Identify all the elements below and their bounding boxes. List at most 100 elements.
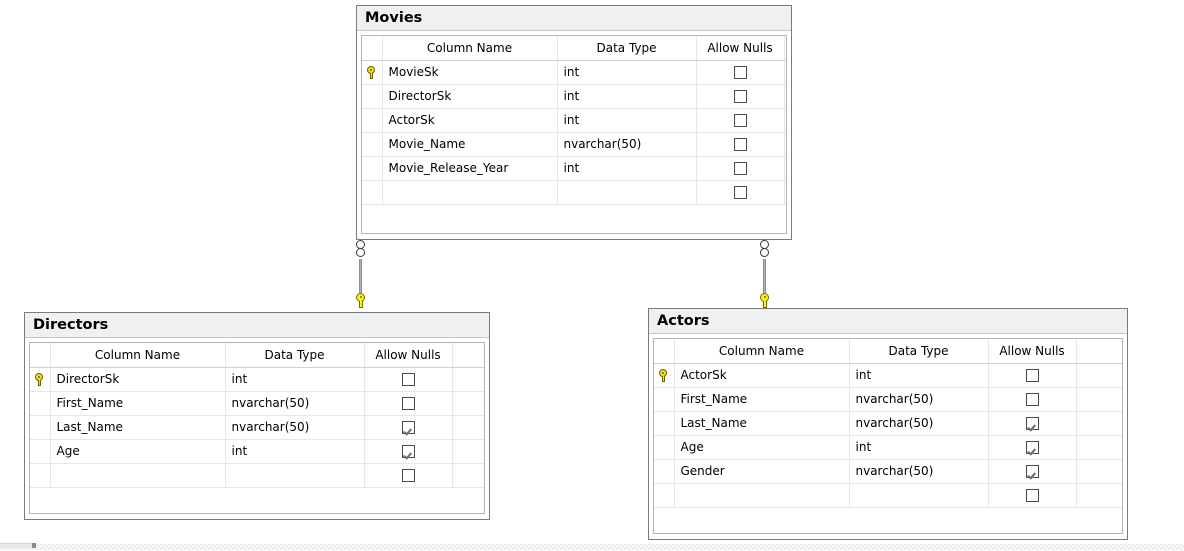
row-data-type[interactable]: nvarchar(50) — [225, 391, 365, 416]
row-allow-nulls[interactable] — [988, 363, 1077, 388]
row-column-name[interactable]: First_Name — [50, 391, 226, 416]
checkbox-checked-icon[interactable] — [1025, 417, 1039, 430]
header-data-type[interactable]: Data Type — [225, 343, 365, 368]
row-column-name[interactable]: ActorSk — [382, 108, 558, 133]
table-row-new[interactable] — [30, 463, 484, 488]
row-allow-nulls[interactable] — [364, 415, 453, 440]
row-data-type[interactable] — [557, 180, 697, 205]
entity-table-movies[interactable]: Movies Column Name Data Type Allow Nulls — [356, 5, 792, 240]
entity-grid-directors[interactable]: Column Name Data Type Allow Nulls Direct… — [29, 342, 485, 514]
header-column-name[interactable]: Column Name — [382, 36, 558, 61]
table-row-new[interactable] — [654, 483, 1122, 508]
checkbox-checked-icon[interactable] — [401, 421, 415, 434]
row-pk-cell[interactable] — [30, 367, 51, 392]
row-column-name[interactable]: Age — [674, 435, 850, 460]
horizontal-scrollbar[interactable] — [0, 540, 1184, 551]
header-data-type[interactable]: Data Type — [849, 339, 989, 364]
checkbox-checked-icon[interactable] — [1025, 465, 1039, 478]
row-data-type[interactable]: int — [557, 156, 697, 181]
row-pk-cell[interactable] — [654, 435, 675, 460]
table-row[interactable]: Last_Name nvarchar(50) — [654, 411, 1122, 436]
row-column-name[interactable]: Gender — [674, 459, 850, 484]
row-pk-cell[interactable] — [362, 132, 383, 157]
checkbox-checked-icon[interactable] — [401, 445, 415, 458]
table-row[interactable]: First_Name nvarchar(50) — [654, 387, 1122, 412]
header-allow-nulls[interactable]: Allow Nulls — [988, 339, 1077, 364]
row-column-name[interactable]: ActorSk — [674, 363, 850, 388]
table-row[interactable]: Movie_Name nvarchar(50) — [362, 132, 786, 157]
table-row[interactable]: Age int — [654, 435, 1122, 460]
table-row[interactable]: DirectorSk int — [362, 84, 786, 109]
checkbox-unchecked-icon[interactable] — [733, 162, 747, 175]
checkbox-unchecked-icon[interactable] — [401, 469, 415, 482]
entity-table-directors[interactable]: Directors Column Name Data Type Allow Nu… — [24, 312, 490, 520]
row-column-name[interactable] — [382, 180, 558, 205]
table-row[interactable]: Last_Name nvarchar(50) — [30, 415, 484, 440]
table-row[interactable]: Gender nvarchar(50) — [654, 459, 1122, 484]
row-data-type[interactable]: int — [557, 60, 697, 85]
row-column-name[interactable]: First_Name — [674, 387, 850, 412]
relationship-line[interactable] — [763, 259, 766, 293]
row-column-name[interactable]: Age — [50, 439, 226, 464]
row-pk-cell[interactable] — [654, 459, 675, 484]
table-row[interactable]: MovieSk int — [362, 60, 786, 85]
row-pk-cell[interactable] — [654, 387, 675, 412]
checkbox-unchecked-icon[interactable] — [1025, 369, 1039, 382]
scrollbar-thumb[interactable] — [0, 543, 32, 549]
row-pk-cell[interactable] — [30, 439, 51, 464]
row-allow-nulls[interactable] — [988, 411, 1077, 436]
row-pk-cell[interactable] — [654, 363, 675, 388]
table-row[interactable]: ActorSk int — [362, 108, 786, 133]
row-allow-nulls[interactable] — [696, 156, 785, 181]
row-allow-nulls[interactable] — [364, 367, 453, 392]
entity-grid-movies[interactable]: Column Name Data Type Allow Nulls MovieS… — [361, 35, 787, 234]
row-pk-cell[interactable] — [362, 108, 383, 133]
row-data-type[interactable]: nvarchar(50) — [849, 411, 989, 436]
row-data-type[interactable]: nvarchar(50) — [849, 459, 989, 484]
entity-table-actors[interactable]: Actors Column Name Data Type Allow Nulls — [648, 308, 1128, 540]
row-data-type[interactable]: nvarchar(50) — [557, 132, 697, 157]
checkbox-checked-icon[interactable] — [1025, 441, 1039, 454]
row-data-type[interactable]: int — [225, 439, 365, 464]
row-pk-cell[interactable] — [30, 415, 51, 440]
row-data-type[interactable] — [225, 463, 365, 488]
row-allow-nulls[interactable] — [696, 108, 785, 133]
header-data-type[interactable]: Data Type — [557, 36, 697, 61]
checkbox-unchecked-icon[interactable] — [733, 186, 747, 199]
row-allow-nulls[interactable] — [364, 439, 453, 464]
row-pk-cell[interactable] — [30, 463, 51, 488]
row-allow-nulls[interactable] — [988, 435, 1077, 460]
checkbox-unchecked-icon[interactable] — [733, 114, 747, 127]
row-data-type[interactable]: int — [225, 367, 365, 392]
table-row[interactable]: First_Name nvarchar(50) — [30, 391, 484, 416]
table-row[interactable]: DirectorSk int — [30, 367, 484, 392]
row-allow-nulls[interactable] — [364, 391, 453, 416]
row-data-type[interactable] — [849, 483, 989, 508]
row-allow-nulls[interactable] — [364, 463, 453, 488]
scrollbar-track[interactable] — [0, 544, 1184, 550]
entity-grid-actors[interactable]: Column Name Data Type Allow Nulls ActorS… — [653, 338, 1123, 534]
checkbox-unchecked-icon[interactable] — [401, 373, 415, 386]
row-column-name[interactable]: Last_Name — [674, 411, 850, 436]
checkbox-unchecked-icon[interactable] — [1025, 393, 1039, 406]
row-column-name[interactable]: Movie_Release_Year — [382, 156, 558, 181]
row-pk-cell[interactable] — [362, 60, 383, 85]
row-allow-nulls[interactable] — [696, 84, 785, 109]
relationship-movies-directors[interactable] — [355, 240, 367, 312]
table-row[interactable]: Age int — [30, 439, 484, 464]
row-data-type[interactable]: int — [557, 108, 697, 133]
checkbox-unchecked-icon[interactable] — [401, 397, 415, 410]
row-allow-nulls[interactable] — [988, 483, 1077, 508]
relationship-movies-actors[interactable] — [759, 240, 771, 312]
header-allow-nulls[interactable]: Allow Nulls — [696, 36, 785, 61]
row-pk-cell[interactable] — [30, 391, 51, 416]
row-pk-cell[interactable] — [362, 156, 383, 181]
row-pk-cell[interactable] — [362, 180, 383, 205]
row-data-type[interactable]: nvarchar(50) — [849, 387, 989, 412]
row-allow-nulls[interactable] — [988, 387, 1077, 412]
row-data-type[interactable]: int — [557, 84, 697, 109]
row-column-name[interactable]: DirectorSk — [50, 367, 226, 392]
row-column-name[interactable] — [674, 483, 850, 508]
row-allow-nulls[interactable] — [696, 60, 785, 85]
row-pk-cell[interactable] — [654, 483, 675, 508]
